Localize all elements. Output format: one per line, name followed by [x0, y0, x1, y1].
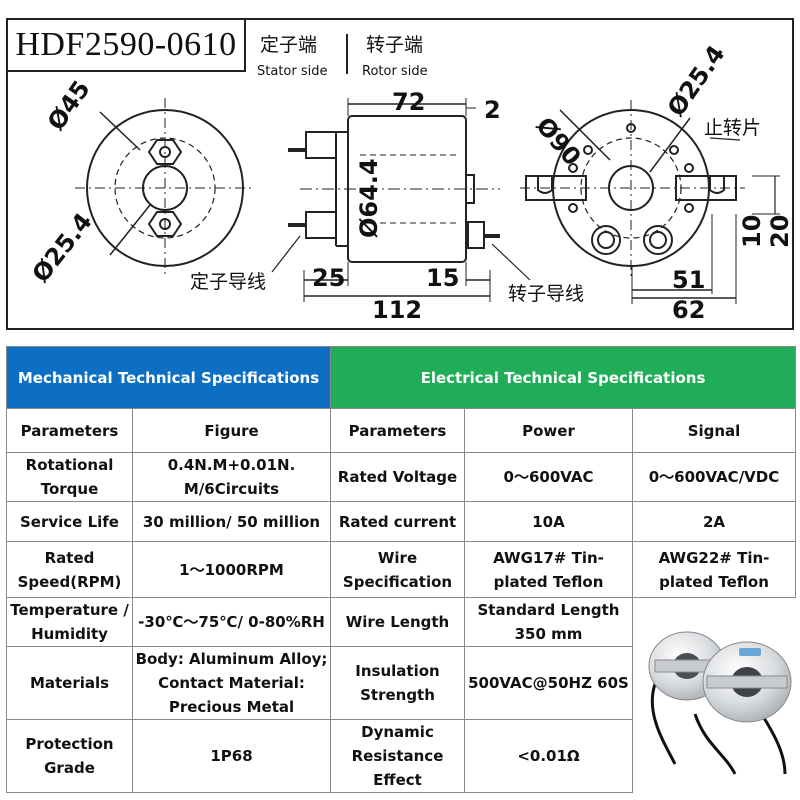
power-value: <0.01Ω [464, 719, 633, 793]
product-photo [633, 598, 796, 793]
rotor-side-cn: 转子端 [366, 34, 424, 56]
dim-51: 51 [672, 266, 705, 294]
table-row: Protection Grade 1P68 Dynamic Resistance… [6, 719, 796, 793]
table-row: Rotational Torque 0.4N.M+0.01N. M/6Circu… [6, 452, 796, 502]
rotor-side-en: Rotor side [362, 64, 428, 79]
technical-drawing: Ø45 Ø25.4 72 2 Ø64.4 [27, 40, 794, 324]
mech-param: Protection Grade [6, 719, 133, 793]
mech-value: 30 million/ 50 million [132, 501, 331, 542]
elec-param: Wire Specification [330, 541, 465, 598]
dim-d45: Ø45 [42, 75, 96, 135]
signal-value: 0～600VAC/VDC [632, 452, 796, 502]
mech-param: Service Life [6, 501, 133, 542]
slip-ring-photo [648, 631, 792, 775]
dim-d25-4-left: Ø25.4 [27, 208, 98, 288]
col-header: Signal [632, 408, 796, 453]
power-value: AWG17# Tin-plated Teflon [464, 541, 633, 598]
dim-d25-4-right: Ø25.4 [662, 40, 731, 121]
dim-2: 2 [484, 96, 501, 124]
power-value: 10A [464, 501, 633, 542]
model-number: HDF2590-0610 [6, 18, 246, 72]
signal-value: AWG22# Tin-plated Teflon [632, 541, 796, 598]
dim-d64-4: Ø64.4 [355, 158, 383, 238]
elec-param: Rated Voltage [330, 452, 465, 502]
mech-value: 1P68 [132, 719, 331, 793]
stator-side-cn: 定子端 [260, 34, 318, 56]
dim-72: 72 [392, 88, 425, 116]
table-row: Rated Speed(RPM) 1～1000RPM Wire Specific… [6, 541, 796, 598]
drawing-frame [6, 18, 794, 330]
mech-value: -30℃～75℃/ 0-80%RH [132, 597, 331, 647]
mech-value: Body: Aluminum Alloy; Contact Material: … [132, 646, 331, 720]
stator-lead-label: 定子导线 [190, 271, 266, 293]
mech-param: Materials [6, 646, 133, 720]
col-header: Power [464, 408, 633, 453]
rotor-view [520, 100, 780, 304]
elec-param: Wire Length [330, 597, 465, 647]
mech-param: Rotational Torque [6, 452, 133, 502]
dim-d90: Ø90 [530, 112, 586, 171]
signal-value: 2A [632, 501, 796, 542]
mech-value: 1～1000RPM [132, 541, 331, 598]
dim-20: 20 [766, 215, 794, 248]
col-header: Parameters [330, 408, 465, 453]
dim-15: 15 [426, 264, 459, 292]
elec-param: Dynamic Resistance Effect [330, 719, 465, 793]
power-value: 0～600VAC [464, 452, 633, 502]
elec-param: Rated current [330, 501, 465, 542]
side-view [271, 98, 531, 302]
stator-view [75, 98, 255, 278]
dim-62: 62 [672, 296, 705, 324]
col-header: Parameters [6, 408, 133, 453]
stator-side-en: Stator side [257, 64, 328, 79]
mech-param: Rated Speed(RPM) [6, 541, 133, 598]
dim-10: 10 [738, 215, 766, 248]
power-value: Standard Length 350 mm [464, 597, 633, 647]
power-value: 500VAC@50HZ 60S [464, 646, 633, 720]
dim-112: 112 [372, 296, 422, 324]
table-row: Service Life 30 million/ 50 million Rate… [6, 501, 796, 542]
mech-param: Temperature / Humidity [6, 597, 133, 647]
col-header: Figure [132, 408, 331, 453]
table-row: Temperature / Humidity -30℃～75℃/ 0-80%RH… [6, 597, 796, 775]
elec-param: Insulation Strength [330, 646, 465, 720]
mech-value: 0.4N.M+0.01N. M/6Circuits [132, 452, 331, 502]
electrical-header: Electrical Technical Specifications [330, 346, 796, 409]
mechanical-header: Mechanical Technical Specifications [6, 346, 331, 409]
stop-tab-label: 止转片 [704, 117, 761, 139]
side-separator [346, 34, 348, 74]
dim-25: 25 [312, 264, 345, 292]
table-row: Materials Body: Aluminum Alloy; Contact … [6, 646, 796, 720]
rotor-lead-label: 转子导线 [508, 283, 584, 305]
spec-table: Mechanical Technical Specifications Elec… [6, 346, 796, 793]
